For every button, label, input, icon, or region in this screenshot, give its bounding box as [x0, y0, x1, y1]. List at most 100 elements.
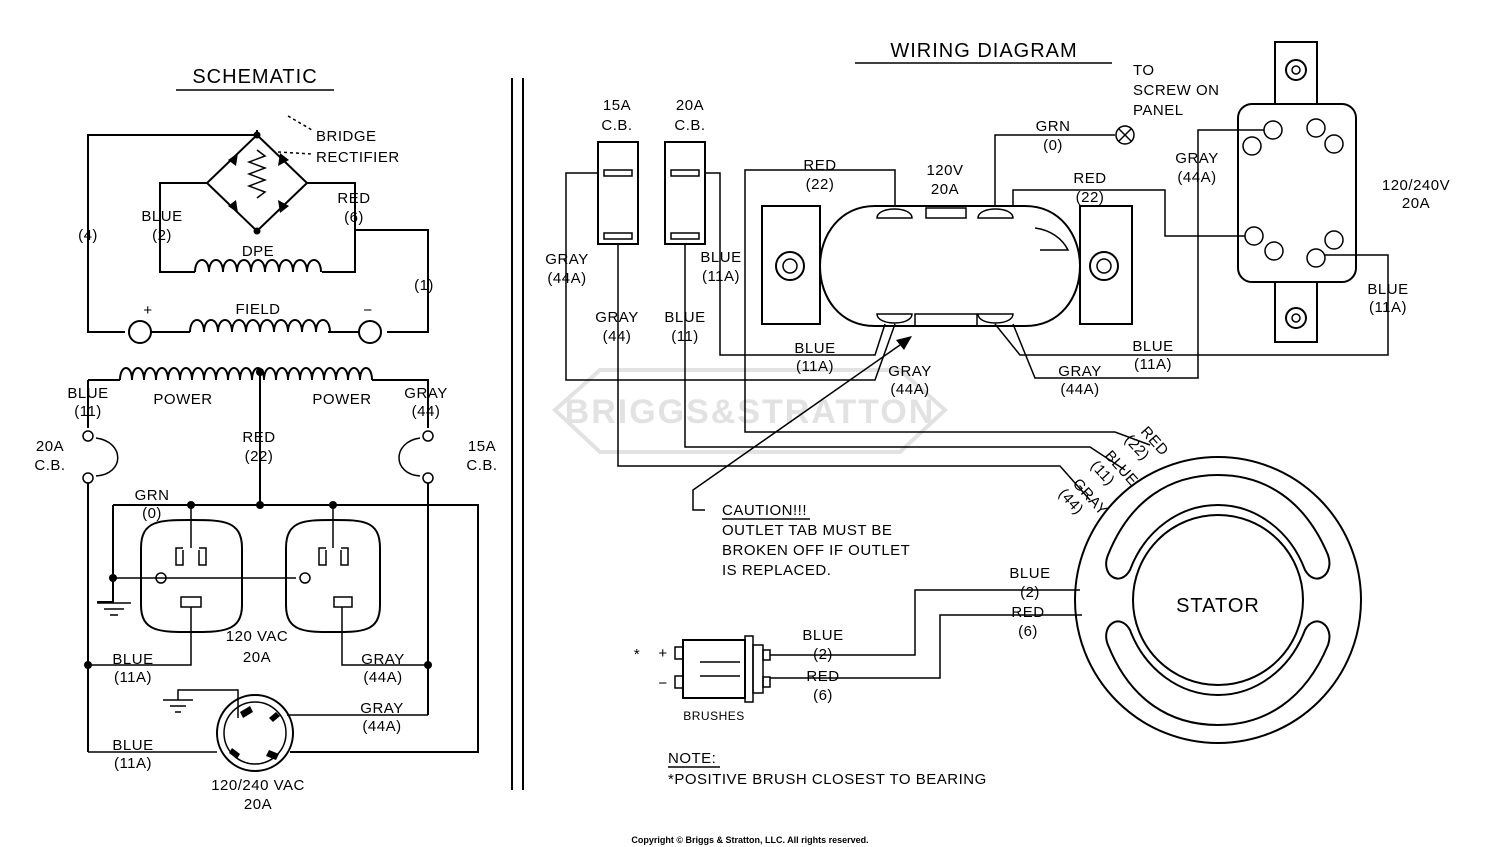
field-label: FIELD — [235, 301, 280, 318]
bridge-rectifier — [205, 115, 313, 235]
power-left-label: POWER — [153, 391, 212, 408]
grn-0-label-1: GRN — [135, 487, 170, 504]
outlet-240-label-1: 120/240 VAC — [211, 777, 305, 794]
brush-mark: * — [634, 646, 640, 663]
outlet-120-w-2: 20A — [931, 181, 959, 198]
wire-1-label: (1) — [414, 277, 434, 294]
grn-0-label-2: (0) — [142, 505, 162, 522]
red-6-stator-2: (6) — [1018, 623, 1038, 640]
screw-note-1: TO — [1133, 62, 1155, 79]
wiring: WIRING DIAGRAM TO SCREW ON PANEL 15A C.B… — [545, 40, 1450, 788]
blue-11a-1-line2: (11A) — [114, 669, 152, 686]
dpe-coil — [194, 259, 322, 273]
bridge-label-2: RECTIFIER — [316, 149, 400, 166]
field-coil — [189, 319, 331, 333]
stator-label: STATOR — [1176, 595, 1260, 617]
gray-44a-m2-1: GRAY — [1058, 363, 1101, 380]
blue-11a-r-2: (11A) — [1134, 356, 1172, 373]
note-title: NOTE: — [668, 750, 716, 767]
caution-1: CAUTION!!! — [722, 502, 807, 519]
blue-11a-mid-2: (11A) — [796, 358, 834, 375]
wire-4-label: (4) — [78, 227, 98, 244]
gray-44a-2-line2: (44A) — [362, 718, 401, 735]
outlet-240-w-1: 120/240V — [1382, 177, 1450, 194]
grn-0-w-2: (0) — [1043, 137, 1063, 154]
field-terminal-negative — [358, 320, 382, 344]
gray-44a-r-1: GRAY — [1175, 150, 1218, 167]
blue-11-w-2: (11) — [671, 328, 699, 345]
schematic-outlet-120v-b — [285, 505, 428, 666]
gray-44a-1-line2: (44A) — [363, 669, 402, 686]
blue-11a-far-1: BLUE — [1367, 281, 1408, 298]
blue-11a-1-line1: BLUE — [112, 651, 153, 668]
brush-minus: − — [658, 675, 667, 692]
gray-44-w-1: GRAY — [595, 309, 638, 326]
outlet-240-w-2: 20A — [1402, 195, 1430, 212]
red-6-brush-2: (6) — [813, 687, 833, 704]
outlet-240-label-2: 20A — [244, 796, 272, 813]
field-plus: + — [143, 302, 152, 319]
watermark-logo: BRIGGS&STRATTON — [552, 368, 948, 454]
brushes-label: BRUSHES — [683, 709, 745, 723]
cb-20a-body — [664, 141, 706, 245]
cb-20a-w-2: C.B. — [674, 117, 705, 134]
gray-44a-m-1: GRAY — [888, 363, 931, 380]
blue-11a-cb-1: BLUE — [700, 249, 741, 266]
gray-44a-l-1: GRAY — [545, 251, 588, 268]
schematic-outlet-120v-a — [88, 505, 243, 666]
blue-2-label-1: BLUE — [141, 208, 182, 225]
cb-15a-label-1: 15A — [468, 438, 496, 455]
watermark-text: BRIGGS&STRATTON — [565, 393, 936, 431]
field-minus: − — [363, 302, 372, 319]
blue-11a-2-line1: BLUE — [112, 737, 153, 754]
stator — [1074, 456, 1362, 744]
gray-44-w-2: (44) — [603, 328, 632, 345]
blue-2-stator-1: BLUE — [1009, 565, 1050, 582]
note-text: *POSITIVE BRUSH CLOSEST TO BEARING — [668, 771, 987, 788]
schematic-title: SCHEMATIC — [192, 66, 317, 88]
red-22-w-b-2: (22) — [1076, 189, 1105, 206]
power-coils — [119, 367, 373, 381]
gray-44a-r-2: (44A) — [1177, 169, 1216, 186]
blue-2-label-2: (2) — [152, 227, 172, 244]
gray-44-label-2: (44) — [412, 403, 441, 420]
gray-44a-2-line1: GRAY — [360, 700, 403, 717]
blue-11a-mid-1: BLUE — [794, 340, 835, 357]
outlet-120-label-1: 120 VAC — [226, 628, 288, 645]
blue-2-stator-2: (2) — [1020, 584, 1040, 601]
cb-15a-body — [597, 141, 639, 245]
blue-11-label-1: BLUE — [67, 385, 108, 402]
red-6-stator-1: RED — [1011, 604, 1044, 621]
screw-note-3: PANEL — [1133, 102, 1184, 119]
blue-11-label-2: (11) — [74, 403, 102, 420]
outlet-120-label-2: 20A — [243, 649, 271, 666]
gray-44a-m-2: (44A) — [890, 381, 929, 398]
ground-screw — [1115, 125, 1135, 145]
red-22-w-a-1: RED — [803, 157, 836, 174]
caution-2: OUTLET TAB MUST BE — [722, 522, 892, 539]
wiring-outlet-120v — [761, 205, 1133, 327]
red-6-brush-1: RED — [806, 668, 839, 685]
red-22-w-b-1: RED — [1073, 170, 1106, 187]
gray-44a-m2-2: (44A) — [1060, 381, 1099, 398]
schematic: SCHEMATIC BRIDGE RECTIFIER (4) (1) BLUE … — [34, 66, 497, 813]
schematic-outlet-240v — [88, 689, 428, 772]
caution-3: BROKEN OFF IF OUTLET — [722, 542, 910, 559]
cb-20a-label-2: C.B. — [34, 457, 65, 474]
power-right-label: POWER — [312, 391, 371, 408]
red-6-label-2: (6) — [344, 209, 364, 226]
blue-11-w-1: BLUE — [664, 309, 705, 326]
cb-15a-w-2: C.B. — [601, 117, 632, 134]
caution-4: IS REPLACED. — [722, 562, 831, 579]
bridge-label-1: BRIDGE — [316, 128, 377, 145]
copyright: Copyright © Briggs & Stratton, LLC. All … — [631, 835, 868, 845]
blue-11a-2-line2: (11A) — [114, 755, 152, 772]
red-22-label-2: (22) — [245, 448, 274, 465]
outlet-120-w-1: 120V — [926, 162, 963, 179]
dpe-label: DPE — [242, 243, 274, 260]
brushes-assembly — [674, 635, 771, 703]
wiring-title: WIRING DIAGRAM — [890, 40, 1077, 62]
cb-20a-w-1: 20A — [676, 97, 704, 114]
cb-15a-label-2: C.B. — [466, 457, 497, 474]
